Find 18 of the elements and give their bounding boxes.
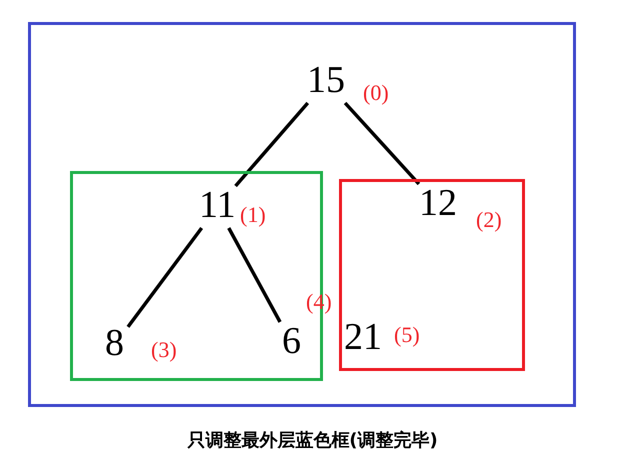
index-label: (2): [476, 209, 502, 231]
index-label: (0): [363, 82, 389, 104]
tree-node-value: 12: [419, 184, 457, 222]
index-label: (5): [394, 324, 420, 346]
tree-edge: [344, 102, 420, 186]
tree-node-value: 8: [105, 324, 124, 362]
tree-node-value: 21: [344, 318, 382, 356]
tree-node-value: 11: [199, 186, 236, 224]
index-label: (3): [151, 339, 177, 361]
index-label: (1): [240, 204, 266, 226]
caption: 只调整最外层蓝色框(调整完毕): [186, 429, 439, 452]
tree-node-value: 6: [282, 322, 301, 360]
frame-box: [339, 179, 525, 371]
tree-edge: [234, 102, 310, 188]
frame-box: [28, 22, 576, 407]
tree-edge: [227, 227, 282, 323]
tree-node-value: 15: [307, 61, 345, 99]
tree-edge: [126, 226, 204, 328]
